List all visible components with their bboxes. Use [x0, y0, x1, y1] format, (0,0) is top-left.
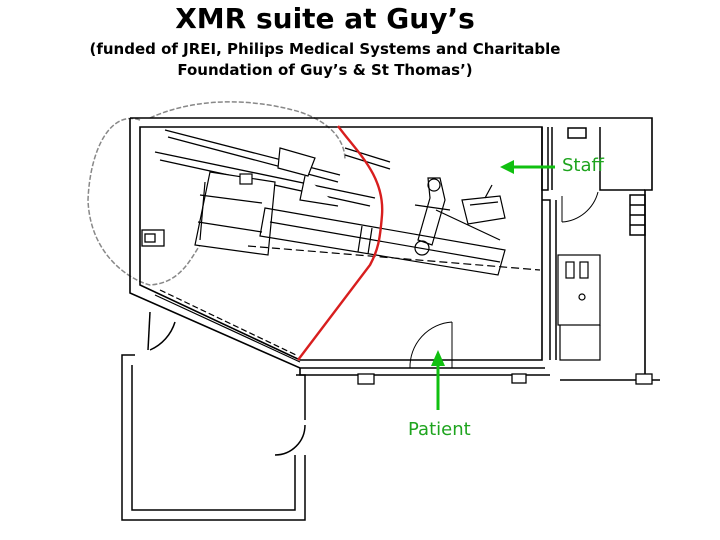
lower-left-room — [121, 311, 306, 521]
observation-window — [154, 289, 301, 363]
patient-arrow — [431, 350, 445, 410]
subtitle-line-1: (funded of JREI, Philips Medical Systems… — [89, 40, 561, 58]
staff-arrow — [500, 160, 555, 174]
staff-room-walls — [541, 127, 646, 360]
patient-table — [247, 207, 541, 276]
staff-label: Staff — [562, 155, 604, 176]
patient-label: Patient — [408, 419, 471, 440]
mr-scanner — [194, 147, 339, 256]
ceiling-rails — [154, 129, 391, 207]
magnetic-field-outline — [87, 101, 346, 286]
field-boundary-line — [297, 125, 384, 361]
door-swings — [409, 191, 599, 369]
console-unit — [461, 184, 506, 225]
subtitle-line-2: Foundation of Guy’s & St Thomas’) — [177, 61, 473, 79]
columns — [141, 229, 653, 385]
control-desk — [557, 254, 601, 361]
page-title: XMR suite at Guy’s — [175, 2, 475, 35]
xray-c-arm — [414, 177, 501, 256]
